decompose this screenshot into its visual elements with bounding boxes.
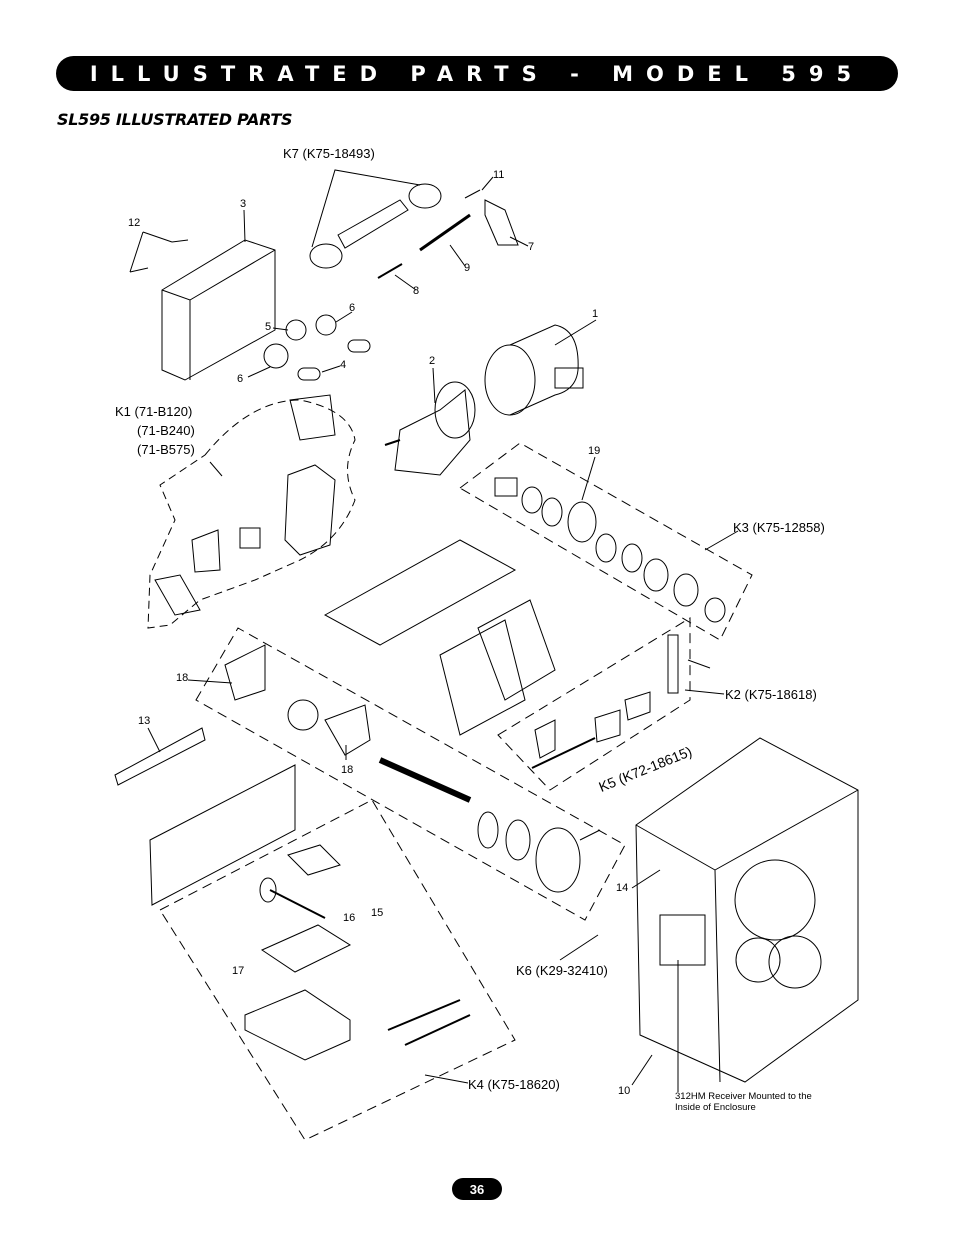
- title-bar: ILLUSTRATED PARTS - MODEL 595: [56, 56, 898, 91]
- callout-1: 1: [592, 308, 599, 320]
- screws-part-12: [129, 231, 189, 273]
- label-k2: K2 (K75-18618): [725, 687, 817, 702]
- label-k1-c: (71-B575): [137, 442, 195, 457]
- section-subtitle: SL595 ILLUSTRATED PARTS: [57, 110, 293, 129]
- callout-4: 4: [340, 359, 347, 371]
- callout-18a: 18: [176, 672, 189, 684]
- sprocket-part-6b: [263, 343, 289, 369]
- page-number: 36: [452, 1178, 502, 1200]
- label-k4: K4 (K75-18620): [468, 1077, 560, 1092]
- pin-part-8: [377, 263, 403, 279]
- chain-part-9: [419, 213, 471, 252]
- k5-components: [224, 644, 581, 893]
- enclosure-part-10: [635, 737, 859, 1083]
- callout-5: 5: [265, 321, 272, 333]
- k2-kit-outline: [497, 617, 691, 791]
- rails: [323, 539, 556, 736]
- plate-part-7: [484, 199, 519, 246]
- callout-6b: 6: [237, 373, 244, 385]
- callout-9: 9: [464, 262, 471, 274]
- callout-13: 13: [138, 715, 151, 727]
- callout-19: 19: [588, 445, 601, 457]
- callout-11: 11: [493, 169, 505, 181]
- motor-part-1: [484, 324, 584, 416]
- k1-components: [154, 394, 336, 616]
- gearbox-part-2: [384, 381, 476, 476]
- bar-part-13: [114, 727, 206, 786]
- receiver-note: 312HM Receiver Mounted to the Inside of …: [675, 1091, 812, 1113]
- callout-18b: 18: [341, 764, 354, 776]
- callout-3: 3: [240, 198, 247, 210]
- label-k1-a: K1 (71-B120): [115, 404, 193, 419]
- page-title: ILLUSTRATED PARTS - MODEL 595: [89, 61, 865, 86]
- backplate: [149, 764, 296, 906]
- callout-2: 2: [429, 355, 436, 367]
- k3-components: [494, 477, 726, 623]
- callout-10: 10: [618, 1085, 631, 1097]
- callout-16: 16: [343, 912, 356, 924]
- cover-part-3: [161, 239, 276, 381]
- leader-lines: [147, 176, 739, 1092]
- k7-bracket: [309, 169, 442, 269]
- callout-17: 17: [232, 965, 245, 977]
- callout-15: 15: [371, 907, 384, 919]
- label-k6: K6 (K29-32410): [516, 963, 608, 978]
- label-k1-b: (71-B240): [137, 423, 195, 438]
- k4-kit-outline: [159, 799, 516, 1141]
- callout-8: 8: [413, 285, 420, 297]
- k5-kit-outline: [195, 627, 626, 921]
- label-k3: K3 (K75-12858): [733, 520, 825, 535]
- callout-6a: 6: [349, 302, 356, 314]
- label-k7: K7 (K75-18493): [283, 146, 375, 161]
- k1-kit-outline: [147, 399, 356, 629]
- sprocket-part-5: [285, 319, 307, 341]
- bushing-part-4b: [297, 367, 321, 381]
- k4-components: [244, 844, 471, 1061]
- bushing-part-4a: [347, 339, 371, 353]
- callout-12: 12: [128, 217, 141, 229]
- callout-14: 14: [616, 882, 629, 894]
- sprocket-part-6a: [315, 314, 337, 336]
- callout-7: 7: [528, 241, 535, 253]
- k3-kit-outline: [459, 442, 753, 641]
- bolt-part-11: [464, 189, 481, 199]
- k2-components: [531, 634, 711, 769]
